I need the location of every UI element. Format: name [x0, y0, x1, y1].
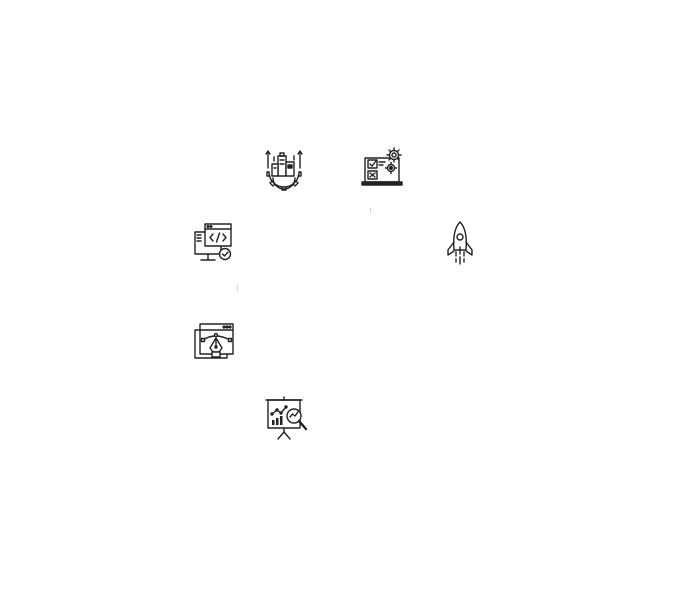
task-checklist-laptop-icon [361, 146, 407, 188]
business-growth-gear-icon [263, 148, 305, 190]
rocket-launch-icon [444, 220, 476, 266]
divider-tick [370, 208, 371, 214]
web-code-monitor-icon [193, 222, 235, 266]
analytics-presentation-icon [264, 396, 310, 440]
web-design-vector-icon [193, 322, 237, 364]
divider-tick [237, 285, 238, 291]
